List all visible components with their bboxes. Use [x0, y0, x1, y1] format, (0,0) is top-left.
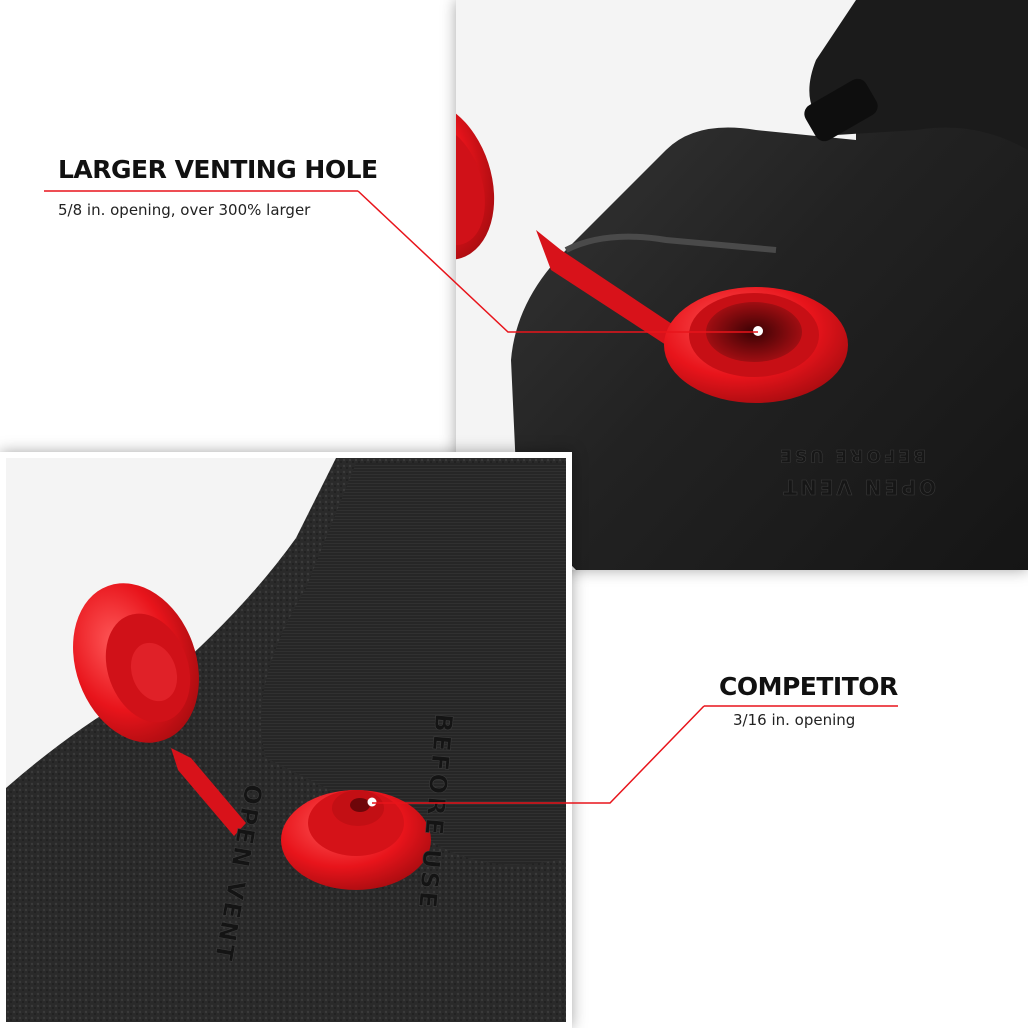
cap-strap-shape: [171, 748, 246, 836]
embossed-top-line2: BEFORE USE: [777, 445, 926, 465]
embossed-text-top: OPEN VENT BEFORE USE: [777, 445, 937, 500]
photo-competitor-vent: OPEN VENT BEFORE USE: [0, 452, 572, 1028]
competitor-subtitle: 3/16 in. opening: [733, 711, 856, 729]
competitor-vent-illustration: OPEN VENT BEFORE USE: [6, 458, 566, 1022]
handle-slot-shape: [804, 78, 878, 142]
vent-hole-marker: [753, 326, 763, 336]
vent-hole-shape: [350, 798, 370, 812]
larger-vent-title: LARGER VENTING HOLE: [58, 155, 378, 184]
vent-lid-center-shape: [130, 642, 178, 702]
embossed-top-line1: OPEN VENT: [780, 475, 936, 499]
vent-hole-marker: [367, 797, 377, 807]
competitor-title: COMPETITOR: [719, 672, 898, 701]
larger-vent-subtitle: 5/8 in. opening, over 300% larger: [58, 201, 311, 219]
can-body-shape: [511, 0, 1028, 570]
